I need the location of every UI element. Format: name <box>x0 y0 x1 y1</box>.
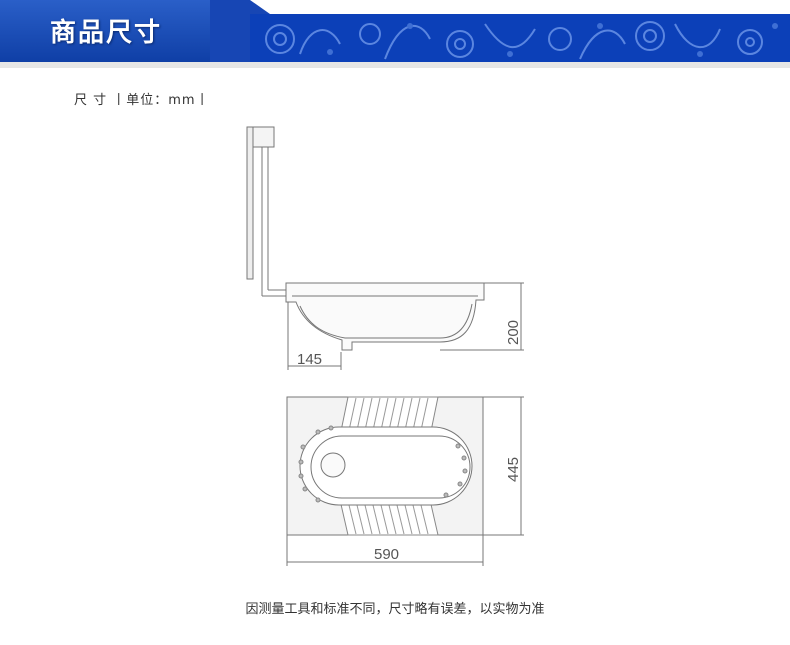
dim-depth-label: 445 <box>505 457 522 482</box>
floral-pattern-icon <box>265 21 778 60</box>
dim-offset-label: 145 <box>297 351 322 368</box>
banner-title-block <box>0 0 250 62</box>
dim-height-label: 200 <box>505 320 522 345</box>
side-view <box>246 126 524 370</box>
measurement-note: 因测量工具和标准不同，尺寸略有误差，以实物为准 <box>245 602 545 617</box>
dim-width-label: 590 <box>374 546 399 563</box>
unit-label: 尺 寸 丨单位：mm丨 <box>74 93 210 108</box>
top-view <box>286 396 524 566</box>
banner-underline <box>0 62 790 68</box>
floral-pattern-band <box>250 14 790 64</box>
section-title: 商品尺寸 <box>50 18 163 48</box>
header-banner: 商品尺寸 <box>0 0 790 68</box>
